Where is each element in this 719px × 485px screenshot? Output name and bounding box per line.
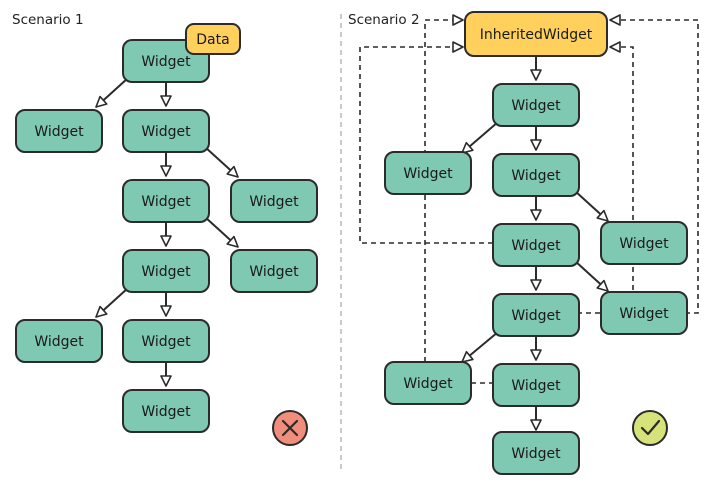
scenario-2-nodes: Widget Widget Widget Widget Widget Widge… [384,83,688,475]
widget-node: Widget [122,109,210,153]
edge [461,331,499,363]
dependency-edge [609,41,634,220]
svg-text:Widget: Widget [141,264,191,280]
edge [204,146,239,178]
svg-text:Widget: Widget [511,98,561,114]
widget-node: Widget [15,319,103,363]
svg-text:Widget: Widget [141,54,191,70]
widget-node: Widget [122,249,210,293]
edge [95,287,129,318]
inherited-widget-node: InheritedWidget [464,11,608,57]
edge [95,77,129,108]
widget-node: Widget [492,83,580,127]
widget-node: Widget [230,179,318,223]
widget-node: Widget [492,153,580,197]
svg-text:Widget: Widget [141,124,191,140]
svg-text:Widget: Widget [141,404,191,420]
svg-text:Widget: Widget [249,264,299,280]
scenario-2-edges [461,56,609,431]
svg-text:Widget: Widget [511,168,561,184]
svg-text:Widget: Widget [619,306,669,322]
svg-text:Widget: Widget [34,124,84,140]
svg-text:Widget: Widget [141,334,191,350]
svg-text:Widget: Widget [511,446,561,462]
widget-node: Widget [122,389,210,433]
edge [204,216,239,248]
cross-icon [272,410,308,446]
svg-text:Widget: Widget [34,334,84,350]
scenario-2-dependency-edges [359,14,699,384]
svg-text:Widget: Widget [141,194,191,210]
svg-text:InheritedWidget: InheritedWidget [480,27,593,43]
widget-node: Widget [600,221,688,265]
svg-text:Widget: Widget [511,378,561,394]
widget-node: Widget [384,151,472,195]
widget-node: Widget [230,249,318,293]
dependency-edge [359,41,493,244]
widget-node: Widget [15,109,103,153]
svg-text:Widget: Widget [619,236,669,252]
scenario-1-edges [95,77,239,387]
widget-node: Widget [384,361,472,405]
svg-text:Widget: Widget [403,166,453,182]
widget-node: Widget [492,431,580,475]
svg-text:Widget: Widget [403,376,453,392]
widget-node: Widget [492,293,580,337]
check-icon [632,410,668,446]
svg-text:Widget: Widget [249,194,299,210]
widget-node: Widget [492,363,580,407]
data-badge: Data [185,23,241,55]
dependency-edge [424,14,464,362]
edge [574,260,609,292]
scenario-1-title: Scenario 1 [12,12,84,28]
scenario-2-title: Scenario 2 [348,12,420,28]
widget-node: Widget [122,179,210,223]
widget-node: Widget [492,223,580,267]
svg-text:Widget: Widget [511,308,561,324]
edge [461,121,499,154]
widget-node: Widget [600,291,688,335]
edge [574,190,609,222]
scenario-1-nodes: Widget Widget Widget Widget Widget Widge… [15,39,318,433]
widget-node: Widget [122,319,210,363]
svg-text:Data: Data [196,32,229,48]
dependency-edge [609,14,699,314]
svg-text:Widget: Widget [511,238,561,254]
